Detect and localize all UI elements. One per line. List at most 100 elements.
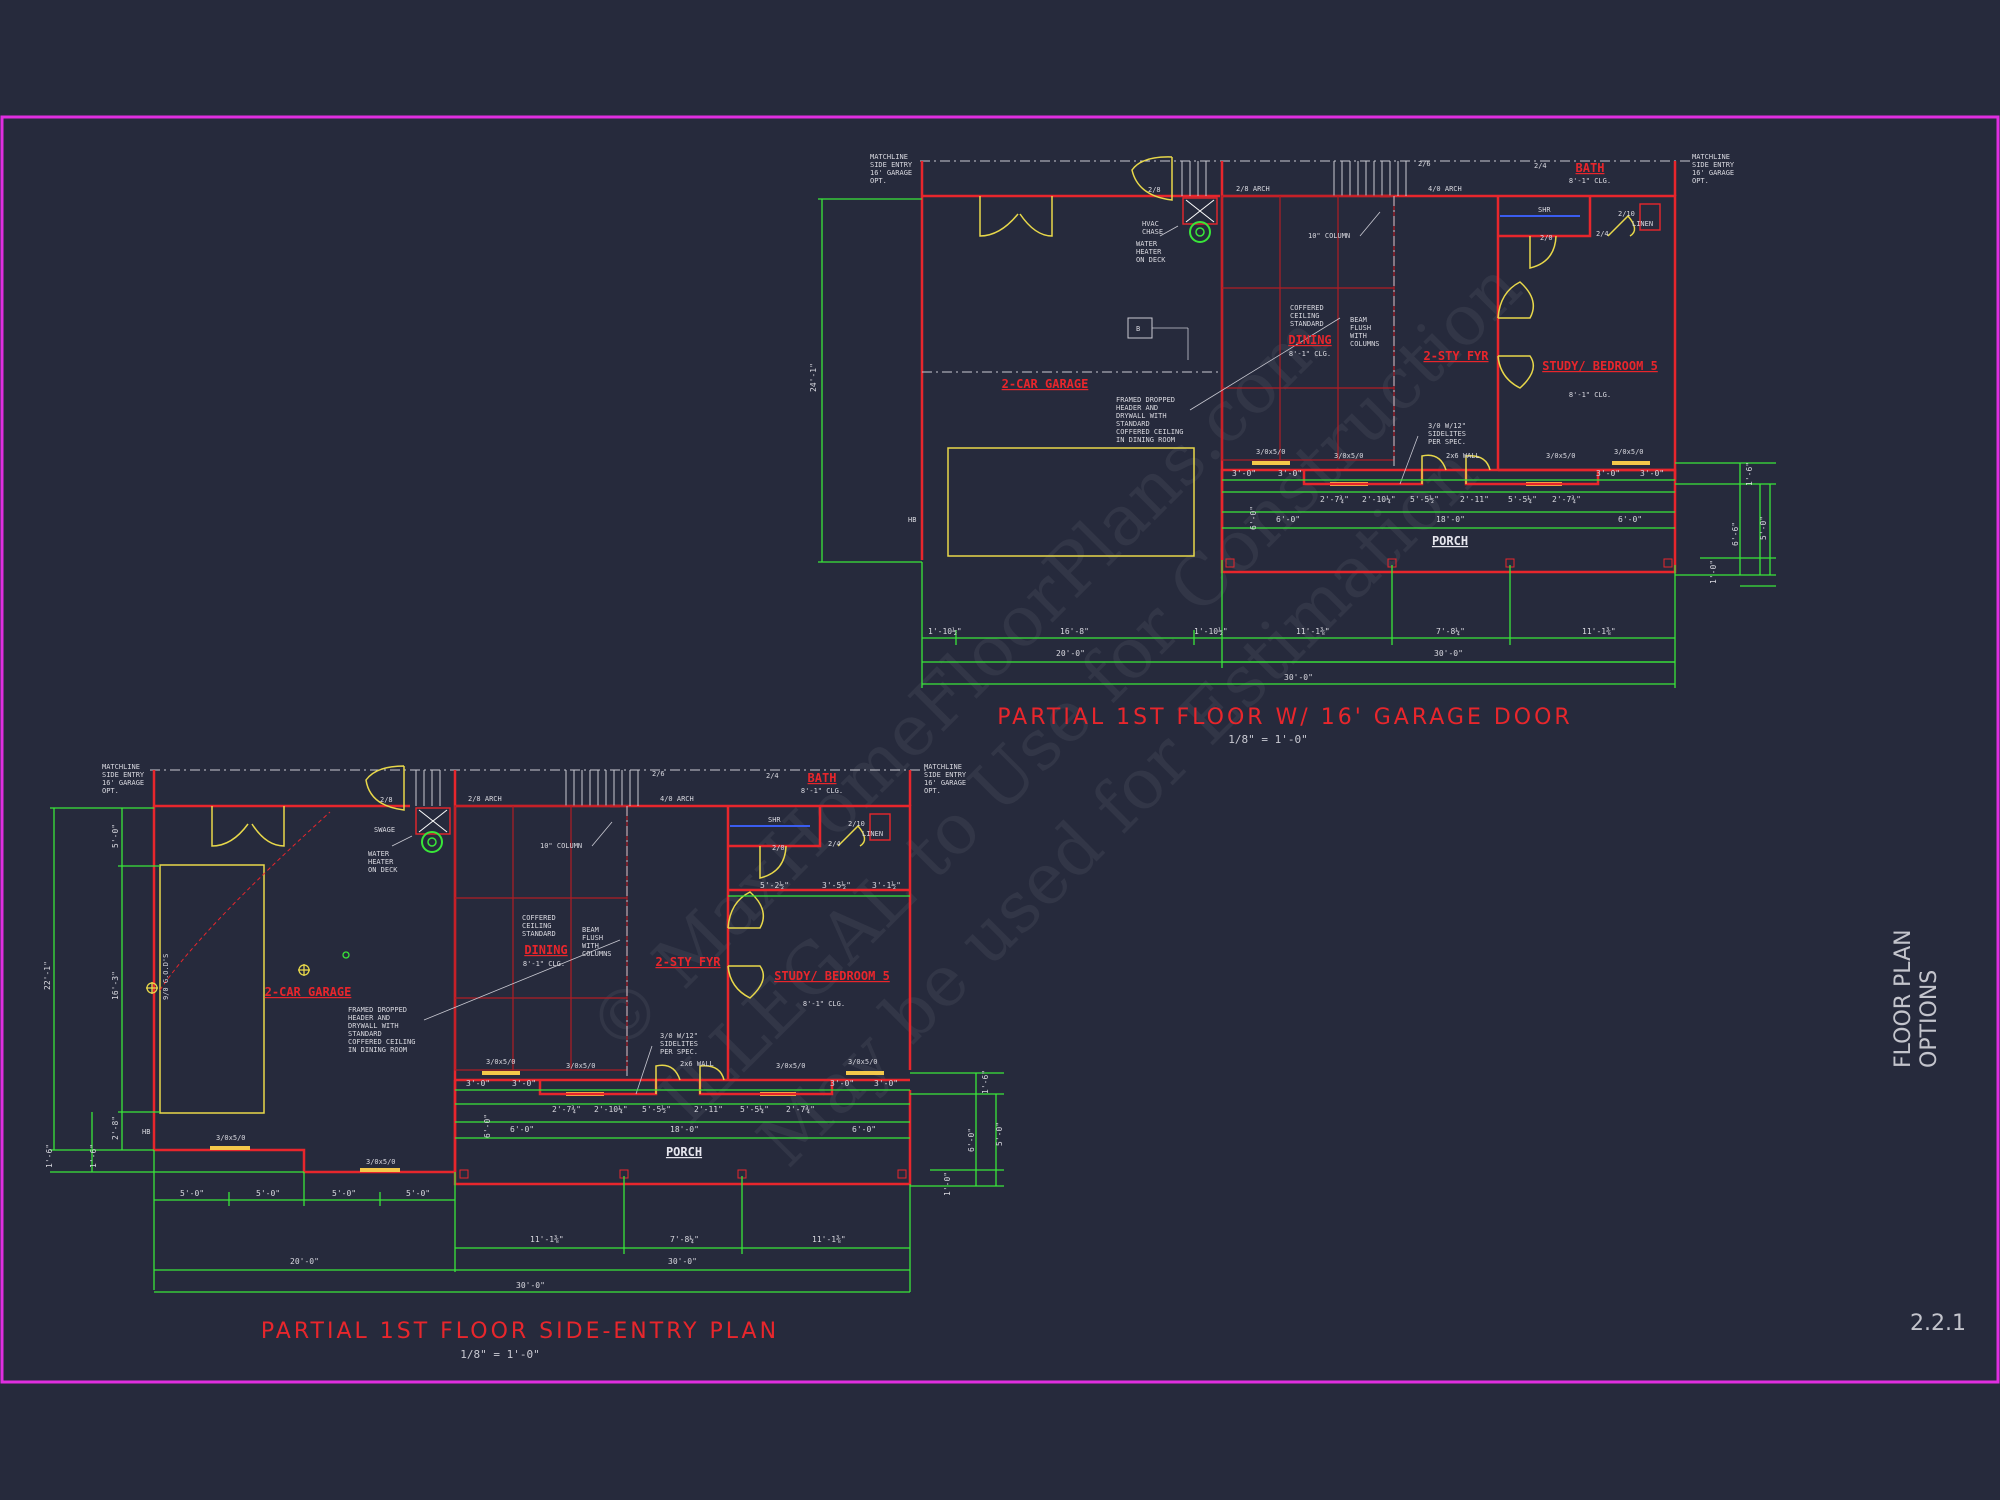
svg-text:1'-6": 1'-6" xyxy=(89,1144,98,1168)
svg-text:1'-0": 1'-0" xyxy=(943,1172,952,1196)
svg-text:11'-1⅜": 11'-1⅜" xyxy=(812,1235,846,1244)
svg-text:COFFERED CEILING: COFFERED CEILING xyxy=(348,1038,415,1046)
svg-text:2'-10¼": 2'-10¼" xyxy=(594,1105,628,1114)
svg-text:2x6 WALL: 2x6 WALL xyxy=(680,1060,714,1068)
svg-text:4/0 ARCH: 4/0 ARCH xyxy=(1428,185,1462,193)
svg-text:2/8 ARCH: 2/8 ARCH xyxy=(468,795,502,803)
svg-text:2/0: 2/0 xyxy=(772,844,785,852)
svg-text:3'-0": 3'-0" xyxy=(830,1079,854,1088)
svg-text:6'-0": 6'-0" xyxy=(1618,515,1642,524)
svg-text:2'-10¼": 2'-10¼" xyxy=(1362,495,1396,504)
plan-b-porch-label: PORCH xyxy=(666,1145,702,1159)
svg-text:COLUMNS: COLUMNS xyxy=(1350,340,1380,348)
plan-a-scale: 1/8" = 1'-0" xyxy=(1228,733,1307,746)
svg-text:STANDARD: STANDARD xyxy=(1116,420,1150,428)
svg-text:10" COLUMN: 10" COLUMN xyxy=(540,842,582,850)
svg-text:2/8: 2/8 xyxy=(380,796,393,804)
svg-text:22'-1": 22'-1" xyxy=(43,961,52,990)
svg-text:16' GARAGE: 16' GARAGE xyxy=(924,779,966,787)
plan-b-bath-label: BATH xyxy=(808,771,837,785)
plan-b-garage-label: 2-CAR GARAGE xyxy=(265,985,352,999)
plan-a-dining-clg: 8'-1" CLG. xyxy=(1289,350,1331,358)
svg-text:SIDE ENTRY: SIDE ENTRY xyxy=(1692,161,1735,169)
svg-text:3/0x5/0: 3/0x5/0 xyxy=(366,1158,396,1166)
svg-text:HB: HB xyxy=(908,516,916,524)
svg-text:2'-8": 2'-8" xyxy=(111,1116,120,1140)
svg-text:HEADER AND: HEADER AND xyxy=(1116,404,1158,412)
svg-text:3/0x5/0: 3/0x5/0 xyxy=(1614,448,1644,456)
svg-text:FLUSH: FLUSH xyxy=(582,934,603,942)
svg-text:2/6: 2/6 xyxy=(652,770,665,778)
svg-text:2/10: 2/10 xyxy=(1618,210,1635,218)
svg-text:MATCHLINE: MATCHLINE xyxy=(924,763,962,771)
sheet-border xyxy=(0,115,2000,1384)
svg-text:WATER: WATER xyxy=(1136,240,1158,248)
sheet-number: 2.2.1 xyxy=(1910,1311,1966,1336)
plan-a-bath-label: BATH xyxy=(1576,161,1605,175)
plan-b-title: PARTIAL 1ST FLOOR SIDE-ENTRY PLAN xyxy=(261,1319,779,1344)
svg-text:MATCHLINE: MATCHLINE xyxy=(1692,153,1730,161)
svg-text:3/0x5/0: 3/0x5/0 xyxy=(1256,448,1286,456)
svg-text:1'-10½": 1'-10½" xyxy=(1194,626,1228,636)
svg-text:3/0 W/12": 3/0 W/12" xyxy=(1428,422,1466,430)
svg-text:6'-0": 6'-0" xyxy=(483,1114,492,1138)
plan-garage-door: 2-CAR GARAGE DINING 8'-1" CLG. 2-STY FYR… xyxy=(809,153,1776,746)
svg-text:30'-0": 30'-0" xyxy=(1434,649,1463,658)
svg-text:6'-0": 6'-0" xyxy=(1249,506,1258,530)
side-title: FLOOR PLAN OPTIONS xyxy=(1891,929,1942,1068)
svg-text:COFFERED CEILING: COFFERED CEILING xyxy=(1116,428,1183,436)
svg-text:7'-8¼": 7'-8¼" xyxy=(1436,627,1465,636)
svg-text:6'-6": 6'-6" xyxy=(1731,522,1740,546)
svg-text:5'-5¼": 5'-5¼" xyxy=(1508,495,1537,504)
svg-text:6'-0": 6'-0" xyxy=(967,1128,976,1152)
svg-text:OPT.: OPT. xyxy=(1692,177,1709,185)
plan-b-bath-clg: 8'-1" CLG. xyxy=(801,787,843,795)
svg-text:3/0x5/0: 3/0x5/0 xyxy=(486,1058,516,1066)
plan-b-dimensions: 22'-1" 5'-0" 16'-3" 2'-8" 1'-6" 1'-6" 5'… xyxy=(43,807,1004,1293)
svg-text:5'-0": 5'-0" xyxy=(1759,516,1768,540)
svg-text:2/10: 2/10 xyxy=(848,820,865,828)
plan-a-study-label: STUDY/ BEDROOM 5 xyxy=(1542,359,1658,373)
plan-side-entry: 2-CAR GARAGE DINING 8'-1" CLG. 2-STY FYR… xyxy=(43,763,1004,1361)
svg-text:IN DINING ROOM: IN DINING ROOM xyxy=(1116,436,1175,444)
svg-text:1'-0": 1'-0" xyxy=(1709,560,1718,584)
svg-text:SIDE ENTRY: SIDE ENTRY xyxy=(924,771,967,779)
svg-text:SIDE ENTRY: SIDE ENTRY xyxy=(102,771,145,779)
svg-text:HEATER: HEATER xyxy=(368,858,394,866)
svg-text:30'-0": 30'-0" xyxy=(516,1281,545,1290)
svg-text:3'-0": 3'-0" xyxy=(1278,469,1302,478)
svg-text:DRYWALL WITH: DRYWALL WITH xyxy=(348,1022,399,1030)
plan-b-foyer-label: 2-STY FYR xyxy=(655,955,721,969)
svg-text:18'-0": 18'-0" xyxy=(1436,515,1465,524)
svg-text:2/4: 2/4 xyxy=(828,840,841,848)
svg-text:11'-1⅜": 11'-1⅜" xyxy=(1296,627,1330,636)
svg-text:3'-1½": 3'-1½" xyxy=(872,880,901,890)
svg-text:3'-0": 3'-0" xyxy=(1640,469,1664,478)
svg-text:CHASE: CHASE xyxy=(1142,228,1163,236)
svg-text:2'-7¾": 2'-7¾" xyxy=(1552,495,1581,504)
svg-text:MATCHLINE: MATCHLINE xyxy=(870,153,908,161)
svg-text:HEATER: HEATER xyxy=(1136,248,1162,256)
svg-text:30'-0": 30'-0" xyxy=(668,1257,697,1266)
svg-text:3/0x5/0: 3/0x5/0 xyxy=(1334,452,1364,460)
svg-text:2'-11": 2'-11" xyxy=(694,1105,723,1114)
svg-text:2/8 ARCH: 2/8 ARCH xyxy=(1236,185,1270,193)
plan-a-dining-label: DINING xyxy=(1288,333,1331,347)
svg-text:HEADER AND: HEADER AND xyxy=(348,1014,390,1022)
svg-text:6'-0": 6'-0" xyxy=(510,1125,534,1134)
svg-text:5'-0": 5'-0" xyxy=(995,1122,1004,1146)
svg-text:2'-7¾": 2'-7¾" xyxy=(1320,495,1349,504)
plan-a-foyer-label: 2-STY FYR xyxy=(1423,349,1489,363)
svg-text:ON DECK: ON DECK xyxy=(368,866,398,874)
svg-text:BEAM: BEAM xyxy=(582,926,599,934)
svg-text:BEAM: BEAM xyxy=(1350,316,1367,324)
svg-text:OPT.: OPT. xyxy=(924,787,941,795)
svg-text:3/0x5/0: 3/0x5/0 xyxy=(216,1134,246,1142)
svg-text:3'-0": 3'-0" xyxy=(466,1079,490,1088)
svg-text:2/6: 2/6 xyxy=(1418,160,1431,168)
svg-text:SIDE ENTRY: SIDE ENTRY xyxy=(870,161,913,169)
svg-text:9/0 G.O.D'S: 9/0 G.O.D'S xyxy=(162,954,170,1000)
svg-text:5'-5½": 5'-5½" xyxy=(642,1104,671,1114)
svg-text:10" COLUMN: 10" COLUMN xyxy=(1308,232,1350,240)
